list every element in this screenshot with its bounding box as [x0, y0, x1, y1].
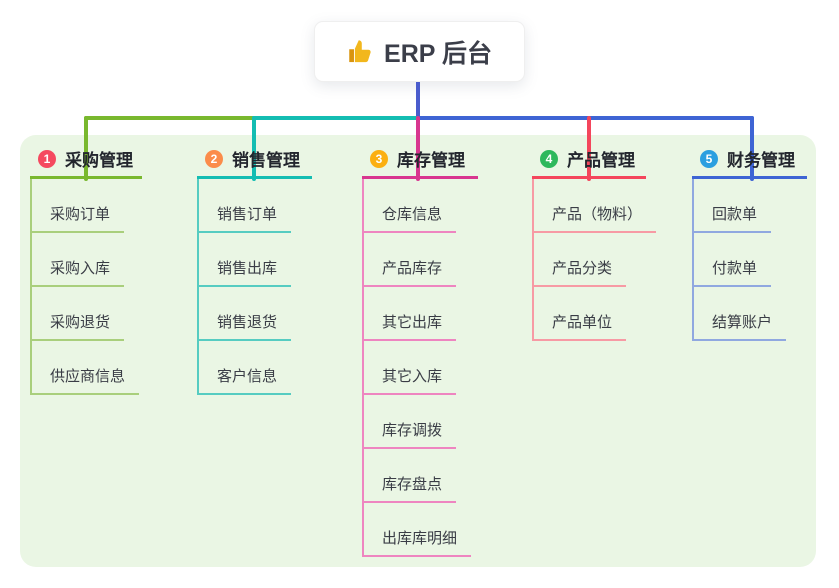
child-node[interactable]: 产品库存	[362, 233, 457, 287]
branch-spine-line	[30, 179, 32, 395]
branch-number-badge: 4	[540, 149, 558, 168]
root-stem-line	[416, 82, 420, 116]
branch5-connector-line	[416, 116, 754, 120]
child-node[interactable]: 采购订单	[30, 179, 125, 233]
branch-spine-line	[532, 179, 534, 341]
branch-number-badge: 5	[700, 149, 718, 168]
child-node[interactable]: 销售退货	[197, 287, 292, 341]
branch-number-badge: 1	[38, 149, 56, 168]
branch-children: 采购订单 采购入库 采购退货 供应商信息	[30, 179, 142, 395]
branch-topic-label: 库存管理	[397, 151, 465, 170]
child-node[interactable]: 供应商信息	[30, 341, 140, 395]
branch-topic-label: 销售管理	[232, 151, 300, 170]
child-node[interactable]: 其它入库	[362, 341, 457, 395]
branch-topic-label: 产品管理	[567, 151, 635, 170]
root-node[interactable]: ERP 后台	[314, 21, 525, 82]
branch-product: 4 产品管理 产品（物料） 产品分类 产品单位	[532, 141, 657, 341]
child-node[interactable]: 产品单位	[532, 287, 627, 341]
child-node[interactable]: 出库库明细	[362, 503, 472, 557]
branch-spine-line	[692, 179, 694, 341]
branch-topic-label: 采购管理	[65, 151, 133, 170]
child-node[interactable]: 付款单	[692, 233, 772, 287]
branch2-connector-line	[252, 116, 418, 120]
child-node[interactable]: 产品分类	[532, 233, 627, 287]
branch-finance: 5 财务管理 回款单 付款单 结算账户	[692, 141, 807, 341]
branch1-connector-line	[84, 116, 418, 120]
branch5-drop-line	[750, 116, 754, 181]
branch2-drop-line	[252, 116, 256, 181]
branch-topic-purchase[interactable]: 1 采购管理	[30, 141, 142, 179]
branch1-drop-line	[84, 116, 88, 181]
child-node[interactable]: 库存盘点	[362, 449, 457, 503]
branch-topic-inventory[interactable]: 3 库存管理	[362, 141, 478, 179]
branch-purchase: 1 采购管理 采购订单 采购入库 采购退货 供应商信息	[30, 141, 142, 395]
branch3-drop-line	[416, 116, 420, 181]
child-node[interactable]: 采购退货	[30, 287, 125, 341]
branch-topic-sales[interactable]: 2 销售管理	[197, 141, 312, 179]
child-node[interactable]: 回款单	[692, 179, 772, 233]
branch-children: 回款单 付款单 结算账户	[692, 179, 807, 341]
thumbs-up-icon	[349, 40, 371, 63]
branch-children: 产品（物料） 产品分类 产品单位	[532, 179, 657, 341]
branch-sales: 2 销售管理 销售订单 销售出库 销售退货 客户信息	[197, 141, 312, 395]
branch-topic-product[interactable]: 4 产品管理	[532, 141, 646, 179]
branch-spine-line	[362, 179, 364, 557]
child-node[interactable]: 销售出库	[197, 233, 292, 287]
branch-children: 仓库信息 产品库存 其它出库 其它入库 库存调拨 库存盘点 出库库明细	[362, 179, 478, 557]
child-node[interactable]: 结算账户	[692, 287, 787, 341]
child-node[interactable]: 库存调拨	[362, 395, 457, 449]
branch-topic-finance[interactable]: 5 财务管理	[692, 141, 807, 179]
branch-number-badge: 3	[370, 149, 388, 168]
branch4-drop-line	[587, 116, 591, 181]
root-title: ERP 后台	[384, 39, 492, 68]
child-node[interactable]: 仓库信息	[362, 179, 457, 233]
child-node[interactable]: 产品（物料）	[532, 179, 657, 233]
background-panel	[20, 135, 816, 567]
branch-number-badge: 2	[205, 149, 223, 168]
branch-topic-label: 财务管理	[727, 151, 795, 170]
branch-children: 销售订单 销售出库 销售退货 客户信息	[197, 179, 312, 395]
branch-inventory: 3 库存管理 仓库信息 产品库存 其它出库 其它入库 库存调拨 库存盘点 出库库…	[362, 141, 478, 557]
child-node[interactable]: 销售订单	[197, 179, 292, 233]
child-node[interactable]: 采购入库	[30, 233, 125, 287]
branch-spine-line	[197, 179, 199, 395]
child-node[interactable]: 其它出库	[362, 287, 457, 341]
child-node[interactable]: 客户信息	[197, 341, 292, 395]
